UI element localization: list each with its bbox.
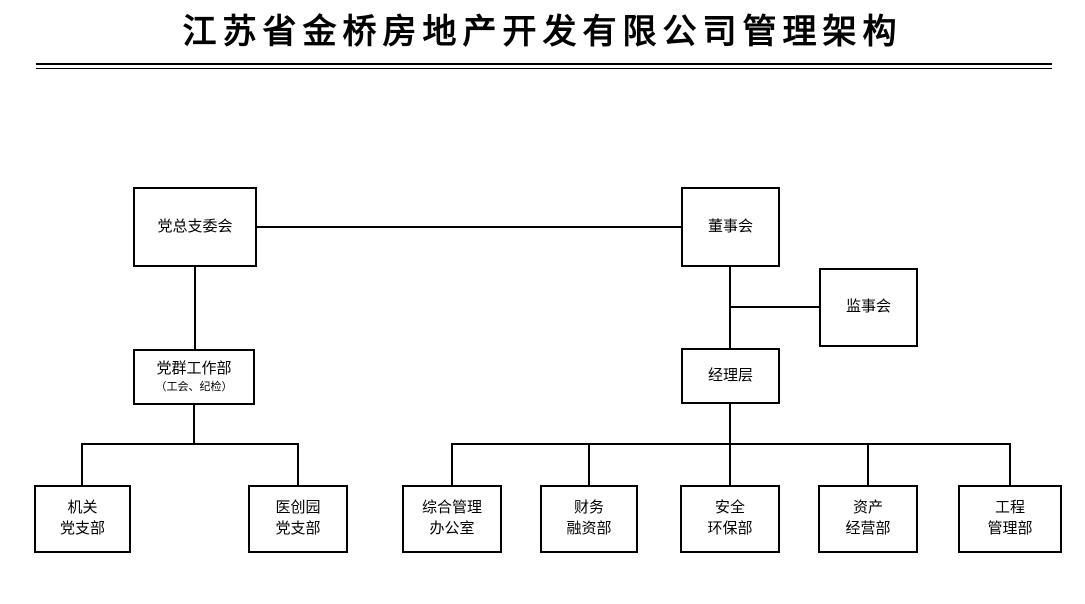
connector-drop-safety bbox=[729, 443, 731, 485]
node-finance-financing-dept: 财务 融资部 bbox=[540, 485, 638, 553]
connector-partywork-to-branch bbox=[193, 405, 195, 445]
connector-drop-office-branch bbox=[81, 443, 83, 485]
connector-party-to-partywork bbox=[194, 267, 196, 349]
node-supervisory-board: 监事会 bbox=[819, 268, 918, 347]
node-label: 资产 经营部 bbox=[845, 500, 891, 537]
connector-drop-yichuang-branch bbox=[297, 443, 299, 485]
node-general-admin-office: 综合管理 办公室 bbox=[402, 485, 502, 553]
node-yichuangyuan-party-branch: 医创园 党支部 bbox=[248, 485, 348, 553]
node-label: 党群工作部 bbox=[156, 361, 232, 377]
connector-party-board bbox=[257, 226, 681, 228]
connector-to-supervisors bbox=[730, 306, 819, 308]
connector-drop-general-office bbox=[451, 443, 453, 485]
node-label: 财务 融资部 bbox=[566, 500, 612, 537]
node-label: 工程 管理部 bbox=[987, 500, 1033, 537]
connector-right-branch-rail bbox=[451, 443, 1011, 445]
node-label: 综合管理 办公室 bbox=[421, 500, 482, 537]
node-board-of-directors: 董事会 bbox=[681, 187, 780, 267]
connector-drop-asset bbox=[867, 443, 869, 485]
node-management-level: 经理层 bbox=[681, 348, 780, 404]
node-label: 监事会 bbox=[845, 299, 891, 315]
node-label: 安全 环保部 bbox=[707, 500, 753, 537]
connector-drop-finance bbox=[588, 443, 590, 485]
node-label: 机关 党支部 bbox=[59, 500, 105, 537]
node-label: 经理层 bbox=[707, 367, 753, 384]
node-sub-label: （工会、纪检） bbox=[155, 381, 233, 393]
node-label: 党总支委会 bbox=[157, 218, 233, 235]
node-label: 医创园 党支部 bbox=[275, 500, 321, 537]
node-label: 董事会 bbox=[707, 218, 753, 235]
page-title: 江苏省金桥房地产开发有限公司管理架构 bbox=[182, 14, 903, 51]
node-asset-operation-dept: 资产 经营部 bbox=[818, 485, 918, 553]
title-divider bbox=[36, 63, 1052, 69]
connector-drop-engineering bbox=[1009, 443, 1011, 485]
node-party-committee: 党总支委会 bbox=[133, 187, 257, 267]
node-party-work-dept: 党群工作部 （工会、纪检） bbox=[133, 349, 255, 405]
node-engineering-mgmt-dept: 工程 管理部 bbox=[958, 485, 1062, 553]
connector-left-branch-rail bbox=[81, 443, 299, 445]
node-office-party-branch: 机关 党支部 bbox=[34, 485, 131, 553]
node-safety-env-dept: 安全 环保部 bbox=[680, 485, 780, 553]
connector-managers-to-branch bbox=[729, 404, 731, 445]
